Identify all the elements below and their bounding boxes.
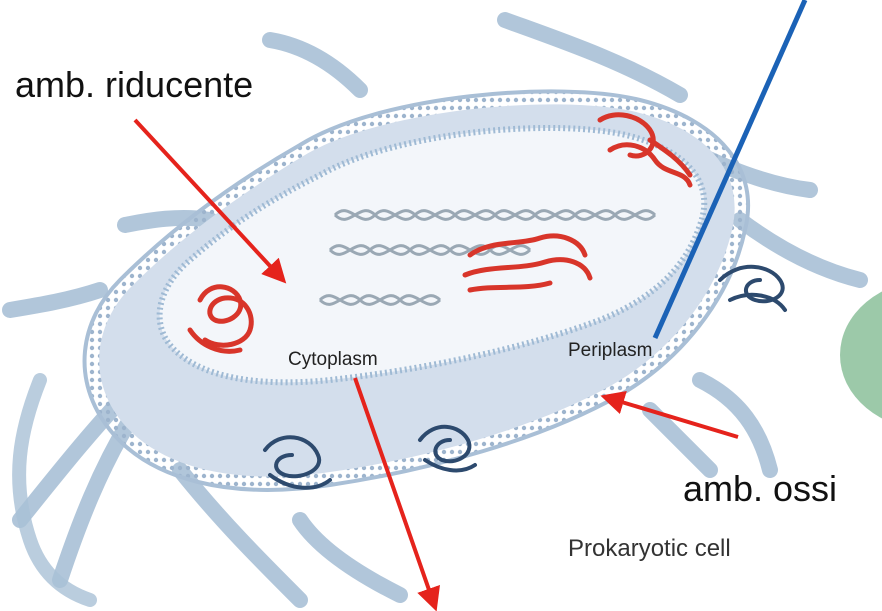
caption-prokaryotic-cell: Prokaryotic cell [568, 535, 731, 563]
label-cytoplasm: Cytoplasm [288, 349, 378, 371]
blue-protein-icon [720, 267, 785, 310]
label-oxidizing-environment: amb. ossi [683, 468, 837, 510]
flagellum-icon [740, 220, 860, 280]
label-periplasm: Periplasm [568, 340, 652, 362]
flagellum-icon [19, 380, 90, 600]
flagellum-icon [60, 420, 130, 580]
flagellum-icon [300, 520, 400, 595]
label-reducing-environment: amb. riducente [15, 64, 253, 106]
flagellum-icon [270, 40, 360, 90]
flagellum-icon [700, 380, 770, 470]
flagellum-icon [10, 290, 100, 310]
flagellum-icon [505, 20, 680, 95]
green-blob [840, 280, 882, 430]
